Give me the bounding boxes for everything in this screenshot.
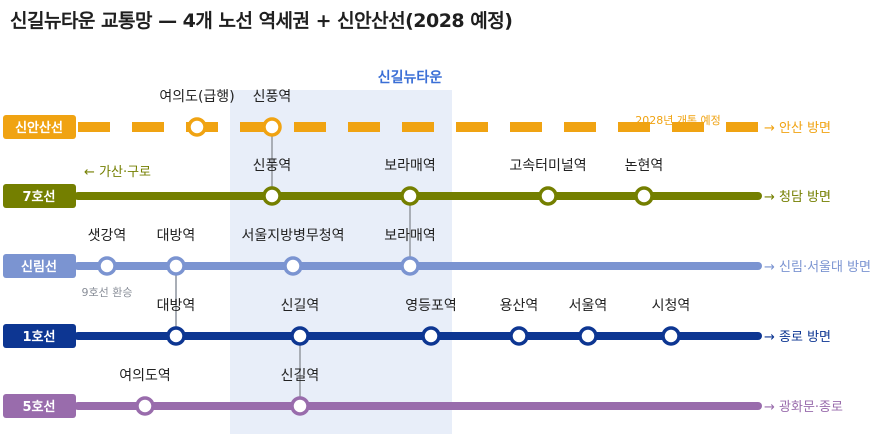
badge-sinansan: 신안산선: [3, 115, 76, 139]
station-label: 서울역: [569, 298, 608, 314]
svg-text:1호선: 1호선: [23, 329, 56, 345]
sinansan-direction-right: → 안산 방면: [764, 121, 831, 136]
station-sinpung-sinansan: 신풍역: [253, 89, 292, 137]
badge-sillim: 신림선: [3, 254, 76, 278]
station-boramae-sillim: 보라매역: [384, 228, 436, 276]
page-title: 신길뉴타운 교통망 — 4개 노선 역세권 + 신안산선(2028 예정): [10, 10, 513, 32]
badge-line7: 7호선: [3, 184, 76, 208]
svg-text:7호선: 7호선: [23, 189, 56, 205]
station-yeouido-line5: 여의도역: [119, 368, 171, 416]
station-label: 서울지방병무청역: [241, 228, 344, 244]
svg-text:신안산선: 신안산선: [15, 120, 63, 136]
station-yeongdeungpo: 영등포역: [405, 298, 457, 346]
station-singil-line1: 신길역: [281, 298, 320, 346]
svg-text:5호선: 5호선: [23, 399, 56, 415]
line5-direction-right: → 광화문·종로: [764, 400, 843, 415]
station-yongsan: 용산역: [500, 298, 539, 346]
station-label: 논현역: [625, 158, 664, 174]
transfer-note-line9: 9호선 환승: [82, 286, 133, 299]
badge-line1: 1호선: [3, 324, 76, 348]
station-nonhyeon: 논현역: [625, 158, 664, 206]
station-saetgang: 샛강역: [88, 228, 127, 276]
line7-direction-right: → 청담 방면: [764, 190, 831, 205]
new-town-zone-label: 신길뉴타운: [378, 70, 443, 86]
station-label: 신풍역: [253, 158, 292, 174]
station-label: 대방역: [157, 298, 196, 314]
station-sinpung-line7: 신풍역: [253, 158, 292, 206]
sinansan-opening-note: 2028년 개통 예정: [635, 114, 721, 127]
station-military-manpower: 서울지방병무청역: [241, 228, 345, 276]
station-label: 용산역: [500, 298, 539, 314]
station-label: 신길역: [281, 298, 320, 314]
station-label: 보라매역: [384, 158, 436, 174]
station-label: 신길역: [281, 368, 320, 384]
badge-line5: 5호선: [3, 394, 76, 418]
station-label: 여의도역: [119, 368, 171, 384]
station-label: 영등포역: [405, 298, 457, 314]
station-daebang-line1: 대방역: [157, 298, 196, 346]
station-label: 고속터미널역: [509, 158, 586, 174]
station-label: 대방역: [157, 228, 196, 244]
station-city-hall: 시청역: [652, 298, 691, 346]
station-label: 신풍역: [253, 89, 292, 105]
station-label: 보라매역: [384, 228, 436, 244]
station-singil-line5: 신길역: [281, 368, 320, 416]
svg-text:신림선: 신림선: [21, 259, 57, 275]
line1-direction-right: → 종로 방면: [764, 330, 831, 345]
station-daebang-sillim: 대방역: [157, 228, 196, 276]
station-label: 샛강역: [88, 228, 127, 244]
station-label: 여의도(급행): [159, 89, 234, 105]
station-express-bus-terminal: 고속터미널역: [509, 158, 587, 206]
line7-direction-left: ← 가산·구로: [84, 165, 151, 180]
station-yeouido-express: 여의도(급행): [159, 89, 235, 137]
station-boramae-line7: 보라매역: [384, 158, 436, 206]
station-seoul: 서울역: [569, 298, 608, 346]
sillim-direction-right: → 신림·서울대 방면: [764, 260, 871, 275]
station-label: 시청역: [652, 298, 691, 314]
